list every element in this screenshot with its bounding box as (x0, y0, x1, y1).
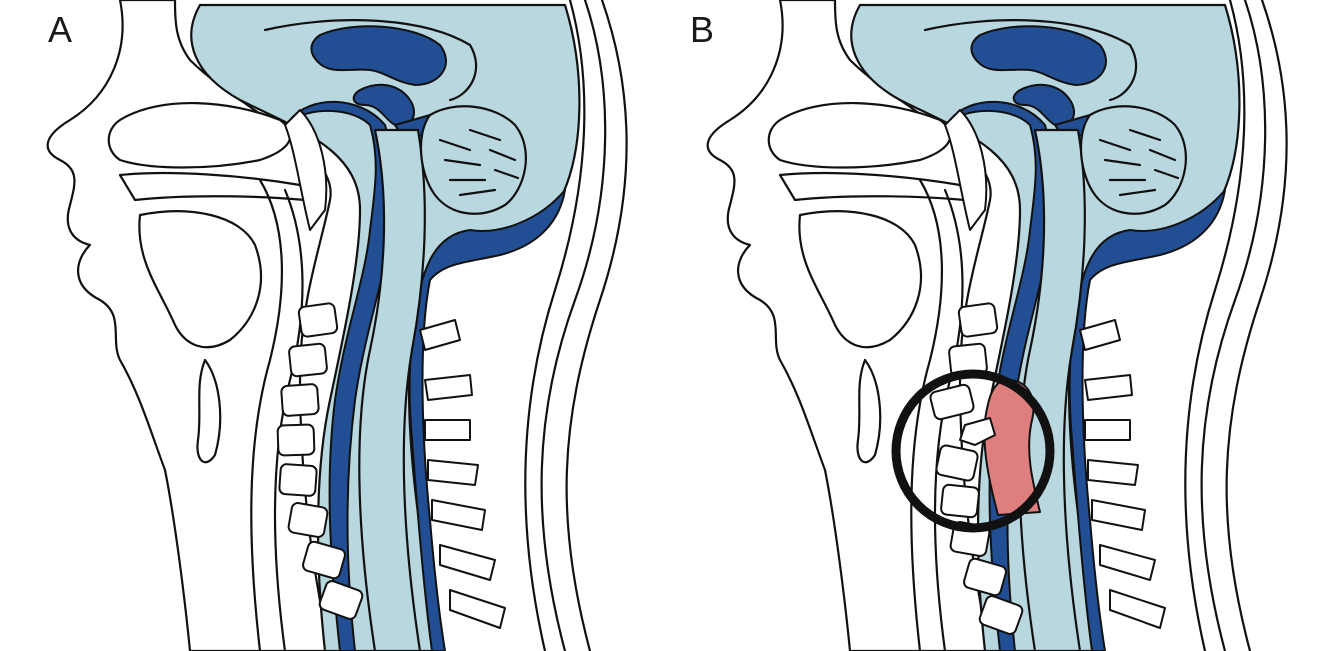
corpus-callosum (263, 19, 478, 102)
vertebra-c2 (297, 302, 339, 338)
vertebral-column (276, 302, 364, 620)
scalp-outline (1200, 0, 1267, 651)
nasal-cavity (767, 102, 952, 169)
compression-highlight-circle (891, 369, 1055, 533)
vertebra-c5-degenerated (935, 444, 979, 482)
vertebra-c5 (276, 423, 316, 457)
panel-label-a: A (48, 9, 73, 50)
pharynx-wall (910, 178, 943, 651)
panel-b: B (660, 0, 1320, 651)
neck-skin-outline (565, 0, 628, 651)
vertebra-t2 (978, 595, 1024, 635)
cerebellum (1079, 105, 1187, 215)
vertebra-t2 (318, 580, 364, 620)
corpus-callosum (923, 19, 1138, 102)
vertebra-c2 (957, 302, 999, 338)
panel-label-b: B (690, 9, 715, 50)
clivus (284, 109, 328, 231)
cerebellum-folia (438, 128, 520, 197)
cerebellum (419, 105, 527, 215)
vertebra-c7 (287, 502, 329, 538)
scalp-outline (540, 0, 607, 651)
vertebra-c4-degenerated (929, 383, 975, 421)
vertebra-c3 (288, 342, 328, 378)
vertebra-c6 (940, 483, 980, 519)
vertebra-t1 (963, 557, 1007, 597)
lateral-ventricle (970, 25, 1107, 86)
vertebra-c6 (278, 463, 318, 497)
tongue (798, 210, 923, 349)
skull-outline (1184, 0, 1246, 651)
skull-outline (524, 0, 586, 651)
vertebral-column (929, 302, 1024, 635)
epiglottis (196, 358, 222, 464)
spinous-processes (419, 319, 506, 629)
nasal-cavity (107, 102, 292, 169)
spinal-cord (1018, 128, 1086, 651)
sagittal-head-neck-illustration-a (46, 0, 628, 651)
cerebellum-folia (1098, 128, 1180, 197)
sagittal-head-neck-illustration-b (706, 0, 1288, 651)
spinous-processes (1079, 319, 1166, 629)
spinal-cord (358, 128, 426, 651)
epiglottis (856, 358, 882, 464)
panel-a: A (46, 0, 628, 651)
disc-herniation (959, 417, 996, 446)
pharynx-wall-inner (273, 188, 304, 651)
vertebra-t1 (302, 540, 346, 580)
vertebra-c4 (280, 383, 320, 417)
lateral-ventricle (310, 25, 447, 86)
neck-skin-outline (1225, 0, 1288, 651)
pharynx-wall (250, 178, 283, 651)
clivus (944, 109, 988, 231)
tongue (138, 210, 263, 349)
